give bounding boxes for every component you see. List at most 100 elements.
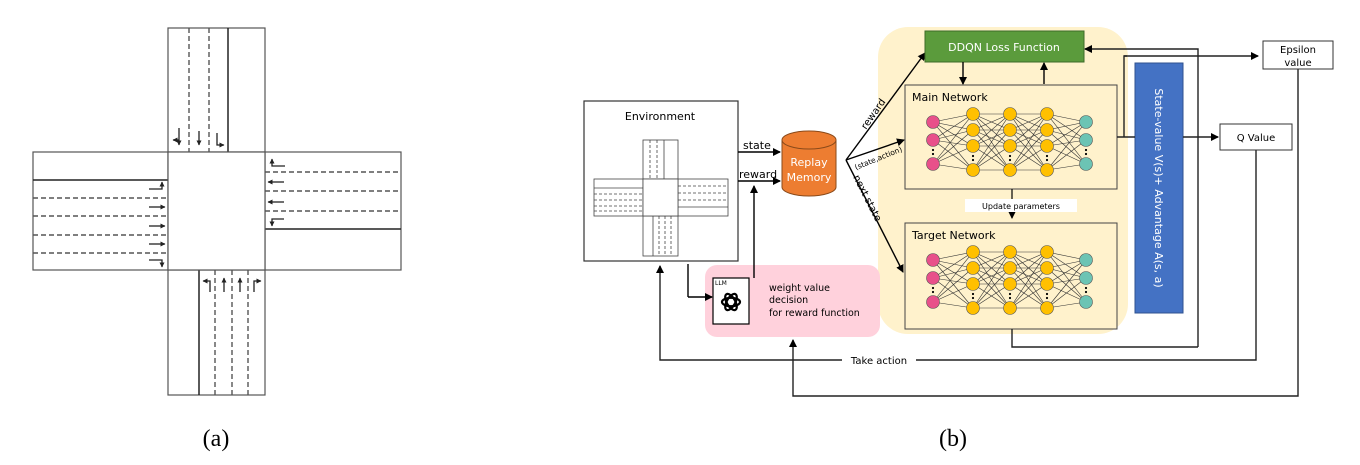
network-edge bbox=[972, 129, 1011, 171]
input-node bbox=[926, 271, 940, 285]
arrow-left-turn-icon bbox=[202, 278, 211, 292]
network-edge bbox=[972, 113, 1011, 171]
ellipsis-dot bbox=[1084, 290, 1088, 294]
network-edge bbox=[932, 121, 974, 147]
ellipsis-dot bbox=[1008, 158, 1012, 162]
dueling-label: State-value V(s)+ Advantage A(s, a) bbox=[1152, 88, 1165, 287]
connector-lines bbox=[656, 45, 1299, 397]
q-value-box bbox=[1219, 123, 1293, 151]
next-state-arrow bbox=[845, 159, 904, 273]
network-edge bbox=[1046, 113, 1087, 165]
ellipsis-dot bbox=[971, 296, 975, 300]
network-edge bbox=[972, 251, 1011, 309]
epsilon-line2: value bbox=[1284, 58, 1311, 69]
output-node bbox=[1079, 133, 1093, 147]
network-edge bbox=[1046, 121, 1087, 147]
caption-a: (a) bbox=[203, 426, 230, 452]
network-edge bbox=[932, 259, 974, 309]
ellipsis-dot bbox=[1008, 154, 1012, 158]
hidden-node bbox=[966, 277, 980, 291]
epsilon-box bbox=[1262, 40, 1334, 70]
lane-arrows bbox=[149, 128, 285, 292]
hidden-node bbox=[1040, 261, 1054, 275]
ddqn-loss-label: DDQN Loss Function bbox=[948, 41, 1060, 54]
hidden-node bbox=[966, 301, 980, 315]
network-edge bbox=[932, 283, 974, 303]
network-edge bbox=[932, 113, 974, 165]
main-network-graph bbox=[926, 107, 1093, 177]
arrow-left-turn-icon bbox=[149, 181, 165, 190]
ellipsis-dot bbox=[1045, 292, 1049, 296]
network-edge bbox=[932, 121, 974, 171]
network-edge bbox=[1009, 129, 1048, 171]
network-edge bbox=[932, 267, 974, 303]
network-edge bbox=[932, 145, 974, 165]
ellipsis-dot bbox=[1084, 286, 1088, 290]
ellipsis-dot bbox=[1084, 148, 1088, 152]
q-value-label: Q Value bbox=[1237, 133, 1276, 144]
output-node bbox=[1079, 157, 1093, 171]
hidden-node bbox=[1040, 123, 1054, 137]
ellipsis-dot bbox=[1008, 292, 1012, 296]
network-edge bbox=[1009, 113, 1048, 147]
south-road bbox=[167, 269, 266, 396]
network-edge bbox=[932, 129, 974, 141]
input-node bbox=[926, 157, 940, 171]
network-edge bbox=[972, 145, 1011, 171]
network-edge bbox=[932, 129, 974, 165]
hidden-node bbox=[1040, 245, 1054, 259]
llm-badge: LLM bbox=[715, 280, 727, 287]
take-action-bg bbox=[842, 353, 916, 367]
ellipsis-dot bbox=[931, 148, 935, 152]
llm-text-line2: decision bbox=[769, 295, 808, 306]
ellipsis-dot bbox=[971, 292, 975, 296]
input-node bbox=[926, 295, 940, 309]
state-action-arrow bbox=[845, 138, 905, 161]
network-edge bbox=[1046, 139, 1087, 171]
output-node bbox=[1079, 115, 1093, 129]
llm-text-line1: weight value bbox=[769, 283, 830, 294]
ellipsis-dot bbox=[1084, 152, 1088, 156]
ellipsis-dot bbox=[1045, 158, 1049, 162]
arrow-right-turn-icon bbox=[253, 278, 262, 292]
network-edge bbox=[1046, 259, 1087, 309]
output-node bbox=[1079, 271, 1093, 285]
output-node bbox=[1079, 295, 1093, 309]
network-edge bbox=[1046, 121, 1087, 171]
hidden-node bbox=[1040, 139, 1054, 153]
arrow-right-turn-icon bbox=[216, 133, 225, 148]
network-edge bbox=[1046, 277, 1087, 309]
arrow-right-turn-icon bbox=[269, 158, 285, 167]
hidden-node bbox=[1003, 123, 1017, 137]
reward-to-loss-arrow bbox=[845, 52, 926, 161]
network-edge bbox=[932, 267, 974, 279]
hidden-node bbox=[966, 139, 980, 153]
take-action-label: Take action bbox=[850, 356, 907, 367]
output-node bbox=[1079, 253, 1093, 267]
network-edge bbox=[972, 283, 1011, 309]
hidden-node bbox=[1003, 245, 1017, 259]
arrow-left-turn-icon bbox=[269, 218, 284, 227]
target-network-title: Target Network bbox=[911, 229, 996, 242]
hidden-node bbox=[1040, 163, 1054, 177]
hidden-node bbox=[1003, 261, 1017, 275]
network-edge bbox=[972, 113, 1011, 147]
replay-memory-line2: Memory bbox=[787, 171, 832, 184]
input-node bbox=[926, 253, 940, 267]
ellipsis-dot bbox=[931, 286, 935, 290]
network-edge bbox=[1046, 259, 1087, 285]
ellipsis-dot bbox=[1045, 296, 1049, 300]
intersection-diagram: (a) bbox=[32, 27, 402, 452]
caption-b: (b) bbox=[939, 426, 967, 452]
intersection-center bbox=[167, 151, 266, 271]
update-params-bg bbox=[965, 199, 1077, 212]
ddqn-architecture-diagram: Environment state reward bbox=[583, 27, 1334, 452]
ellipsis-dot bbox=[931, 152, 935, 156]
input-node bbox=[926, 133, 940, 147]
ellipsis-dot bbox=[1045, 154, 1049, 158]
network-edge bbox=[1046, 251, 1087, 279]
hidden-node bbox=[1003, 301, 1017, 315]
hidden-node bbox=[1040, 277, 1054, 291]
hidden-node bbox=[1040, 301, 1054, 315]
